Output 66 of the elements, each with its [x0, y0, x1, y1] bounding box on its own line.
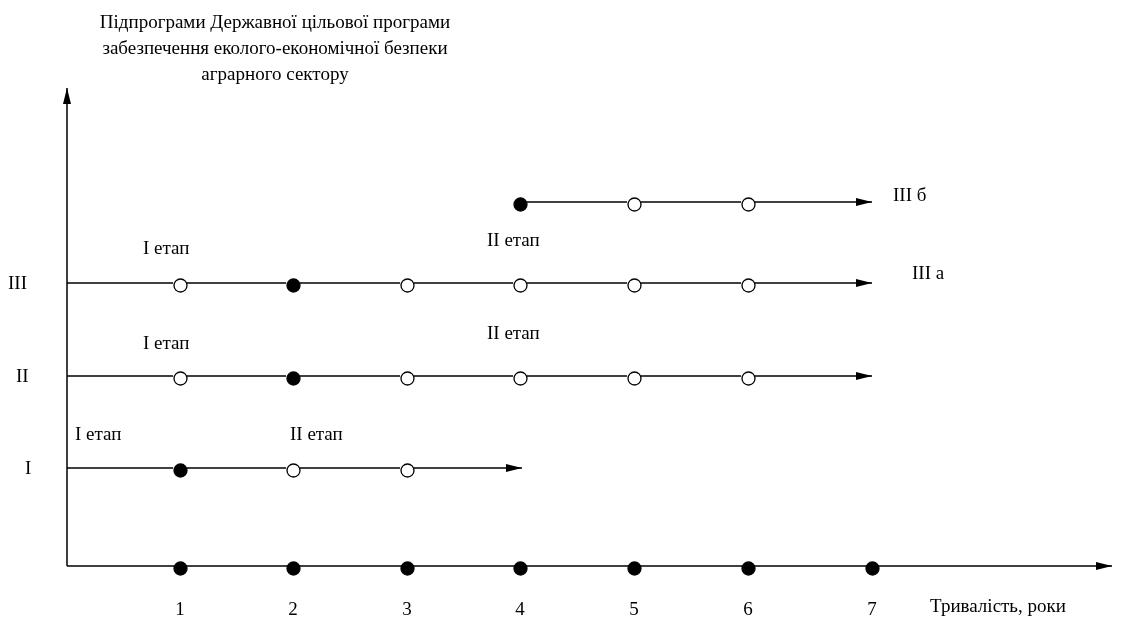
line-segment	[186, 467, 287, 469]
line-segment	[299, 467, 401, 469]
stage-label: I етап	[143, 236, 190, 260]
open-circle-marker	[399, 460, 415, 476]
line-segment	[640, 282, 742, 284]
filled-dot-marker	[172, 558, 188, 574]
filled-dot-marker	[626, 558, 642, 574]
row-label: II	[16, 364, 29, 388]
tick-label: 5	[629, 597, 639, 621]
arrow	[754, 279, 873, 287]
filled-dot-marker	[285, 275, 301, 291]
line-segment	[299, 282, 401, 284]
open-circle-marker	[626, 194, 642, 210]
row-label: III б	[893, 183, 927, 207]
tick-label: 6	[743, 597, 753, 621]
line-segment	[640, 375, 742, 377]
tick-label: 7	[867, 597, 877, 621]
stage-label: I етап	[143, 331, 190, 355]
row-label: I	[25, 456, 32, 480]
axis-title: Тривалість, роки	[930, 594, 1066, 618]
tick-label: 1	[175, 597, 185, 621]
open-circle-marker	[172, 368, 188, 384]
open-circle-marker	[512, 275, 528, 291]
row-label: III	[8, 271, 27, 295]
open-circle-marker	[740, 194, 756, 210]
open-circle-marker	[626, 275, 642, 291]
filled-dot-marker	[864, 558, 880, 574]
open-circle-marker	[285, 460, 301, 476]
line-segment	[526, 201, 628, 203]
stage-label: I етап	[75, 422, 122, 446]
line-segment	[640, 201, 742, 203]
filled-dot-marker	[512, 558, 528, 574]
open-circle-marker	[740, 275, 756, 291]
tick-label: 4	[515, 597, 525, 621]
open-circle-marker	[626, 368, 642, 384]
line-segment	[186, 375, 287, 377]
filled-dot-marker	[512, 194, 528, 210]
filled-dot-marker	[399, 558, 415, 574]
line-segment	[66, 375, 174, 377]
arrow	[413, 464, 523, 472]
line-segment	[186, 282, 287, 284]
row-label: III а	[912, 261, 945, 285]
stage-label: II етап	[487, 321, 540, 345]
arrow	[754, 198, 873, 206]
filled-dot-marker	[285, 368, 301, 384]
open-circle-marker	[399, 275, 415, 291]
filled-dot-marker	[740, 558, 756, 574]
arrow	[754, 372, 873, 380]
open-circle-marker	[399, 368, 415, 384]
tick-label: 2	[288, 597, 298, 621]
open-circle-marker	[512, 368, 528, 384]
stage-label: II етап	[487, 228, 540, 252]
line-segment	[413, 282, 514, 284]
filled-dot-marker	[172, 460, 188, 476]
line-segment	[526, 375, 628, 377]
line-segment	[526, 282, 628, 284]
axis-title: Підпрограми Державної цільової програми забезпечення еколого-економічної безпеки аграрного сектору	[98, 10, 452, 86]
line-segment	[66, 467, 174, 469]
line-segment	[66, 282, 174, 284]
open-circle-marker	[172, 275, 188, 291]
line-segment	[413, 375, 514, 377]
line-segment	[299, 375, 401, 377]
open-circle-marker	[740, 368, 756, 384]
filled-dot-marker	[285, 558, 301, 574]
tick-label: 3	[402, 597, 412, 621]
stage-label: II етап	[290, 422, 343, 446]
